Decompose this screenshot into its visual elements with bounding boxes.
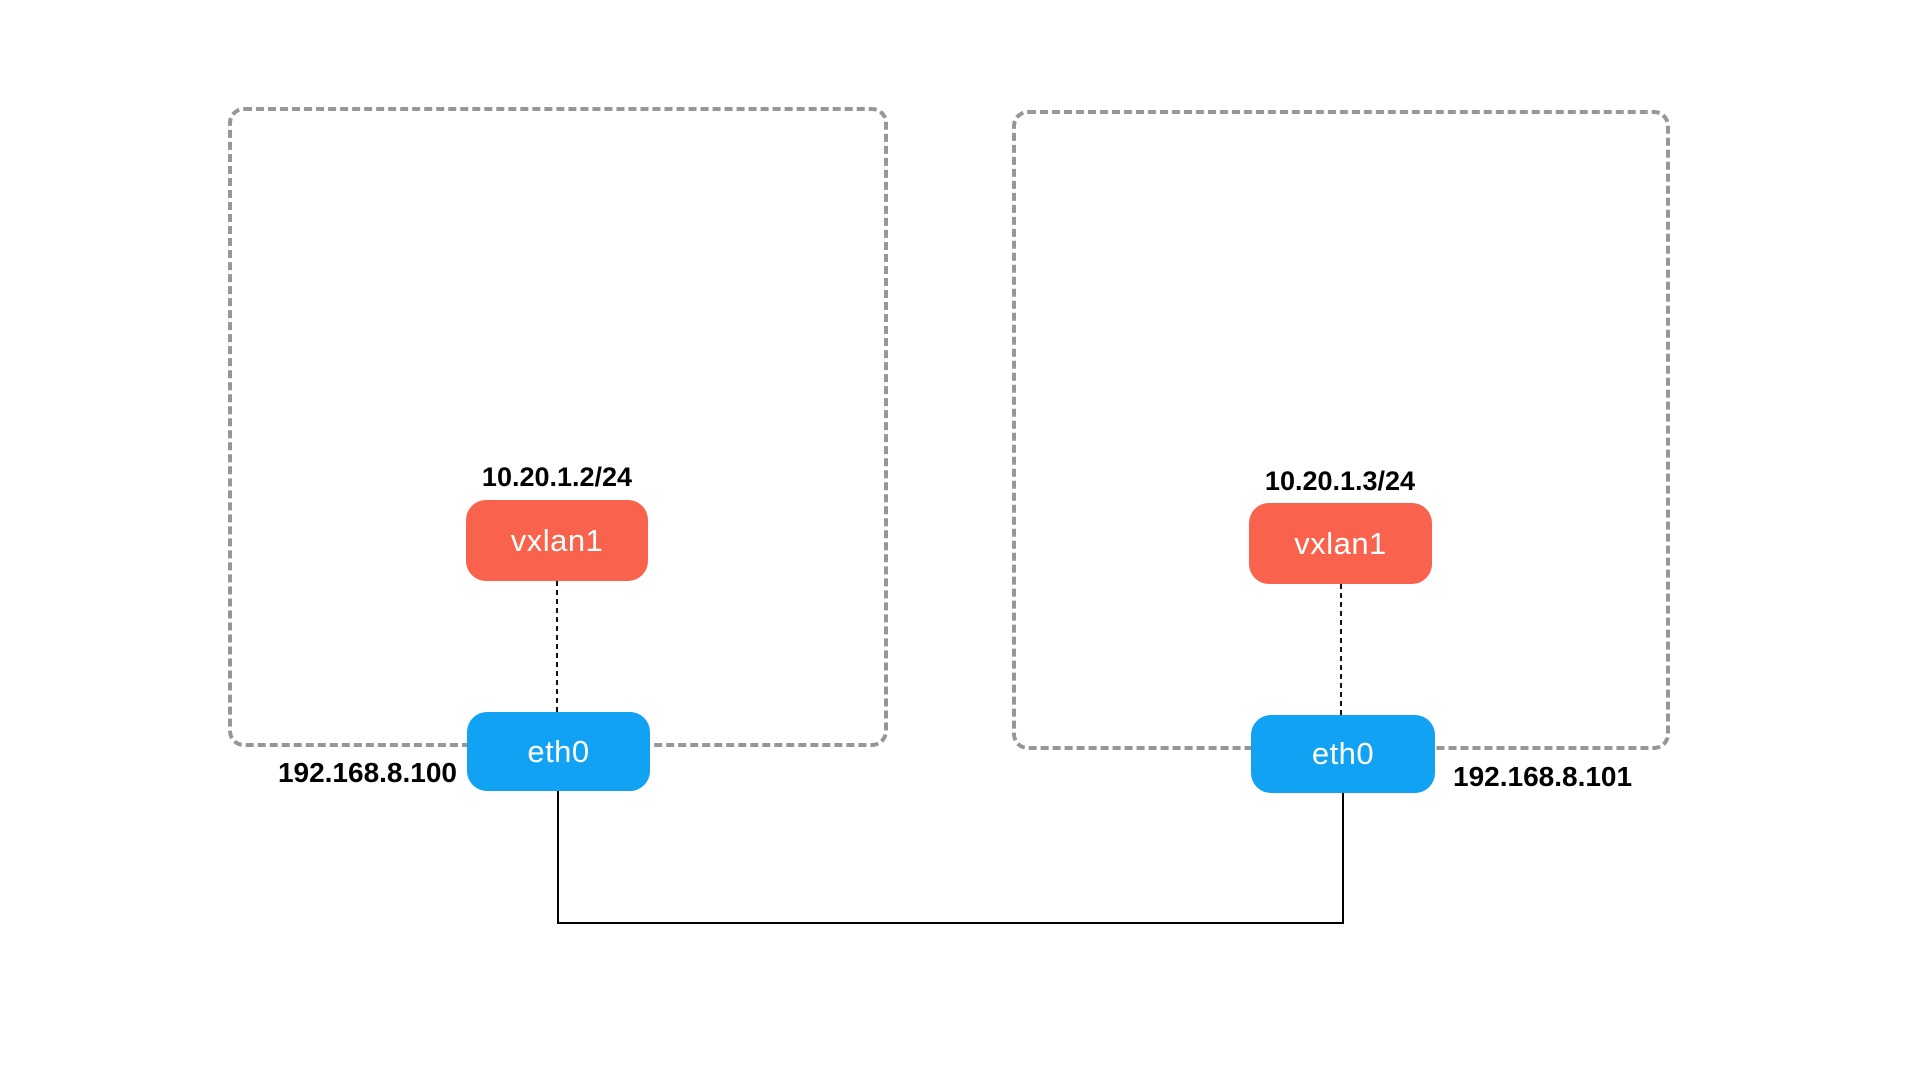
vxlan-node-left: vxlan1: [466, 500, 648, 581]
eth-link-vertical-left: [557, 791, 559, 924]
vxlan-ip-label-left: 10.20.1.2/24: [481, 462, 633, 492]
host-box-left: [228, 107, 888, 747]
eth-node-right: eth0: [1251, 715, 1435, 793]
eth-link-vertical-right: [1342, 793, 1344, 924]
vxlan-ip-label-right: 10.20.1.3/24: [1264, 466, 1416, 496]
vxlan-eth-link-left: [556, 581, 558, 712]
eth-link-horizontal: [557, 922, 1344, 924]
eth-node-left: eth0: [467, 712, 650, 791]
vxlan-node-right: vxlan1: [1249, 503, 1432, 584]
vxlan-eth-link-right: [1340, 584, 1342, 715]
eth-ip-label-left: 192.168.8.100: [277, 757, 457, 788]
eth-ip-label-right: 192.168.8.101: [1453, 761, 1633, 792]
